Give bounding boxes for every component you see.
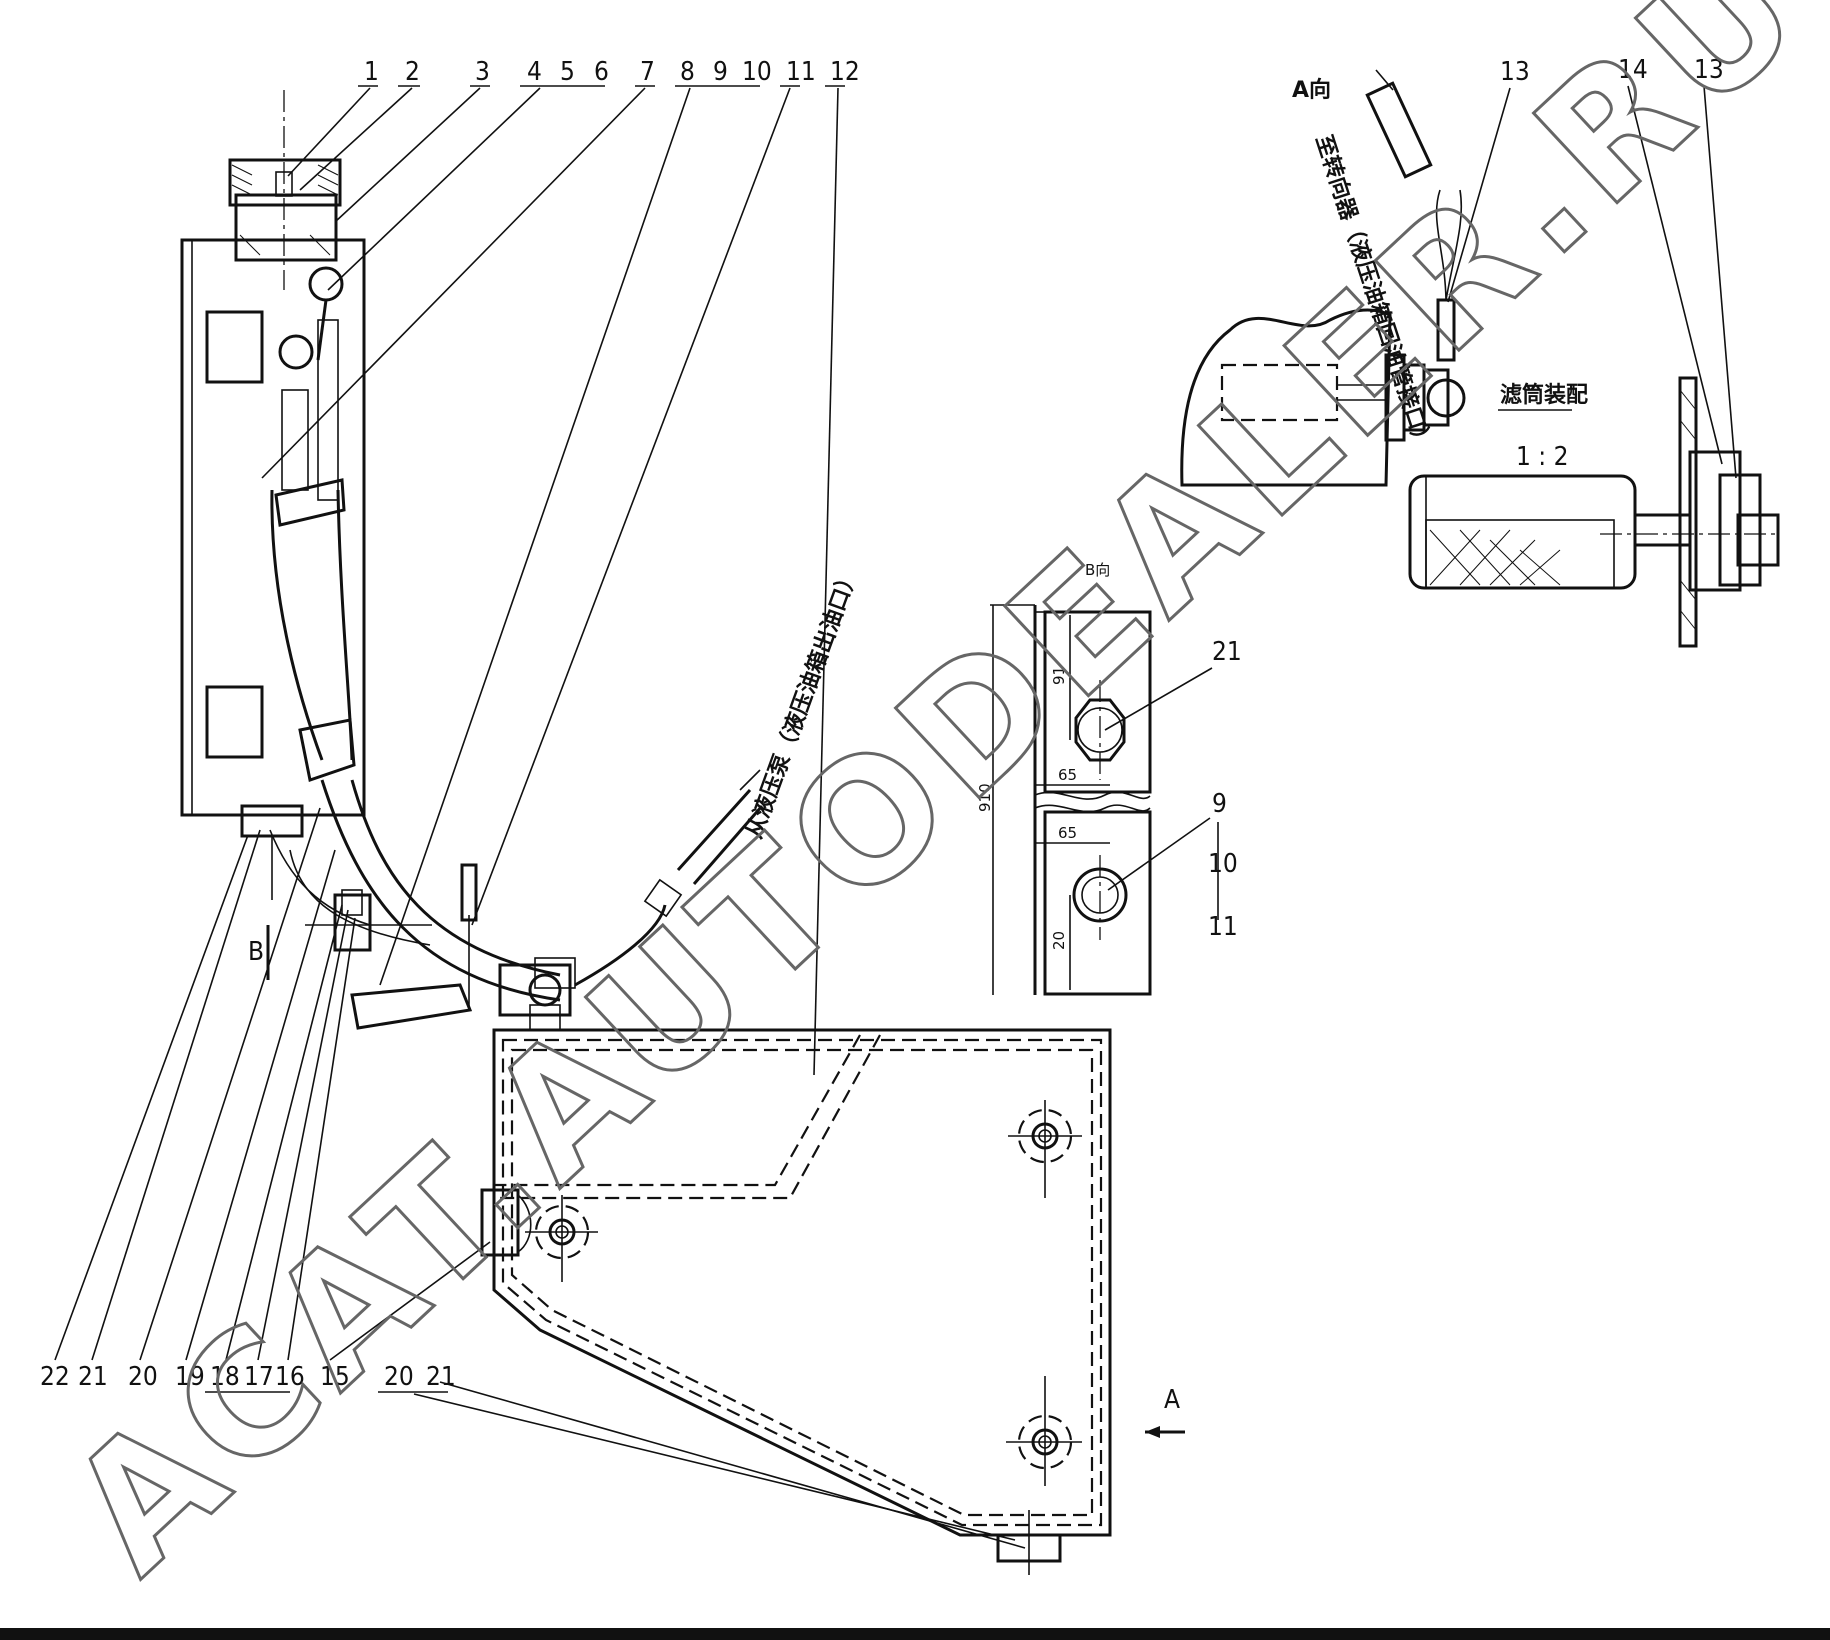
callout-22: 22 bbox=[40, 1362, 70, 1392]
section-b: B向 910 91 65 65 20 bbox=[976, 561, 1152, 996]
view-b-title: B向 bbox=[1085, 561, 1110, 579]
callout-20-boxed: 20 bbox=[384, 1362, 414, 1392]
hoses bbox=[269, 478, 561, 1002]
bolt-hole-top bbox=[1008, 1100, 1082, 1198]
callouts-right: 13 14 13 bbox=[1447, 55, 1737, 479]
dim-65-upper: 65 bbox=[1058, 766, 1077, 784]
callout-13: 13 bbox=[1500, 57, 1530, 87]
callouts-top: 1 2 3 4 5 6 7 8 9 10 11 12 bbox=[261, 57, 860, 1076]
callout-10-section: 10 bbox=[1208, 849, 1238, 879]
callout-21-boxed: 21 bbox=[426, 1362, 456, 1392]
callout-17: 17 bbox=[244, 1362, 274, 1392]
callout-2: 2 bbox=[405, 57, 420, 87]
dim-65-lower: 65 bbox=[1058, 824, 1077, 842]
view-a-arrow-label: A bbox=[1164, 1385, 1180, 1415]
callout-8: 8 bbox=[680, 57, 695, 87]
pipe-bracket bbox=[350, 863, 576, 1031]
hose-clamp bbox=[305, 889, 432, 952]
callout-11: 11 bbox=[786, 57, 816, 87]
scale-label: 1 : 2 bbox=[1516, 442, 1569, 472]
tank-side-view bbox=[180, 238, 366, 900]
callout-9-section: 9 bbox=[1212, 789, 1227, 819]
callout-7: 7 bbox=[640, 57, 655, 87]
callout-18: 18 bbox=[210, 1362, 240, 1392]
callout-9: 9 bbox=[713, 57, 728, 87]
callout-5: 5 bbox=[560, 57, 575, 87]
callout-4: 4 bbox=[527, 57, 542, 87]
callout-11-section: 11 bbox=[1208, 912, 1238, 942]
tank-front-view bbox=[480, 1028, 1112, 1575]
callouts-section: 21 9 10 11 bbox=[1104, 637, 1242, 942]
filter-assembly: 滤筒装配 1 : 2 bbox=[1408, 376, 1780, 648]
callout-13-boxed: 13 bbox=[1694, 55, 1724, 85]
callout-12: 12 bbox=[830, 57, 860, 87]
callout-16: 16 bbox=[275, 1362, 305, 1392]
bolt-hole-left bbox=[525, 1195, 598, 1282]
callouts-bottom: 22 21 20 19 18 17 16 15 20 21 bbox=[40, 807, 1026, 1549]
callout-10: 10 bbox=[742, 57, 772, 87]
callout-3: 3 bbox=[475, 57, 490, 87]
callout-14: 14 bbox=[1618, 55, 1648, 85]
view-b-arrow-label: B bbox=[248, 937, 264, 967]
callout-6: 6 bbox=[594, 57, 609, 87]
callout-19: 19 bbox=[175, 1362, 205, 1392]
pump-pipe bbox=[574, 769, 764, 987]
filler-cap bbox=[228, 90, 342, 290]
view-b-arrow: B bbox=[248, 925, 270, 980]
callout-21-section: 21 bbox=[1212, 637, 1242, 667]
dim-91: 91 bbox=[1050, 666, 1068, 685]
dim-total: 910 bbox=[976, 783, 994, 812]
bolt-hole-bottom bbox=[1006, 1376, 1082, 1486]
callout-15: 15 bbox=[320, 1362, 350, 1392]
view-a-arrow: A bbox=[1145, 1385, 1185, 1438]
callout-1: 1 bbox=[364, 57, 379, 87]
callout-20: 20 bbox=[128, 1362, 158, 1392]
filter-title: 滤筒装配 bbox=[1500, 382, 1588, 408]
callout-21: 21 bbox=[78, 1362, 108, 1392]
dim-20: 20 bbox=[1050, 931, 1068, 950]
view-a-title: A向 bbox=[1292, 77, 1331, 103]
